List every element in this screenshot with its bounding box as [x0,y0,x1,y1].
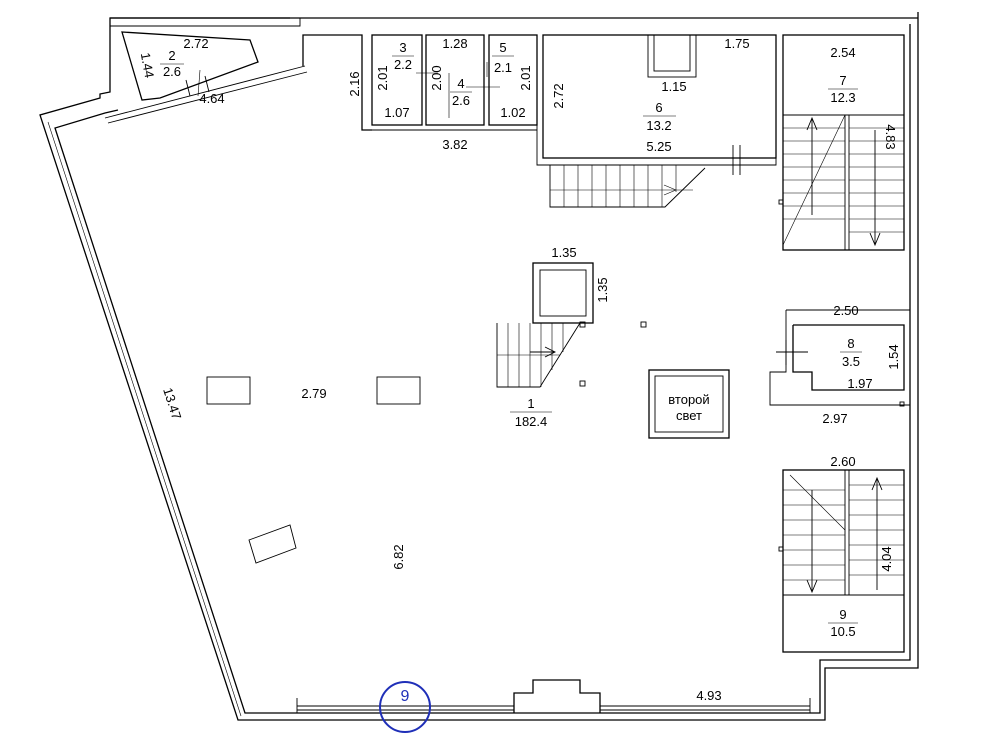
dim-room8-w: 1.97 [847,376,872,391]
bottom-facade [296,679,811,713]
axis-marker-label: 9 [401,688,410,705]
dim-room2-side: 1.44 [138,51,157,79]
dim-diag-wall: 13.47 [160,386,184,422]
room-label-5: 5 2.1 [492,40,514,75]
room-7 [778,34,905,251]
dim-room3-h: 2.01 [375,65,390,90]
dim-room6-h: 2.72 [551,83,566,108]
dim-room4-top: 1.28 [442,36,467,51]
svg-text:8: 8 [847,336,854,351]
axis-marker: 9 [379,681,431,733]
room-8 [769,309,910,407]
room-label-3: 3 2.2 [392,40,414,72]
room-label-2: 2 2.6 [160,48,184,79]
svg-text:4: 4 [457,76,464,91]
dim-room8-h: 1.54 [886,344,901,369]
second-light-label-1: второй [668,392,709,407]
dim-bath-height: 2.16 [347,71,362,96]
dim-corridor-w: 2.97 [822,411,847,426]
svg-text:182.4: 182.4 [515,414,548,429]
svg-text:7: 7 [839,73,846,88]
svg-text:6: 6 [655,100,662,115]
dim-main-w: 2.79 [301,386,326,401]
room-label-4: 4 2.6 [450,76,472,108]
svg-text:2: 2 [168,48,175,63]
svg-text:2.6: 2.6 [452,93,470,108]
svg-text:1: 1 [527,396,534,411]
dim-bottom-wall: 4.93 [696,688,721,703]
dim-room9-h: 4.04 [879,546,894,571]
room-label-6: 6 13.2 [643,100,676,133]
dim-room6-shaft: 1.15 [661,79,686,94]
dim-room2-bottom: 4.64 [199,91,224,106]
dim-room7-h: 4.83 [883,124,898,149]
room-label-9: 9 10.5 [828,607,858,639]
dim-room3-w: 1.07 [384,105,409,120]
svg-text:13.2: 13.2 [646,118,671,133]
svg-text:12.3: 12.3 [830,90,855,105]
svg-text:3: 3 [399,40,406,55]
dim-room6-w: 5.25 [646,139,671,154]
svg-text:9: 9 [839,607,846,622]
dim-main-h: 6.82 [391,544,406,569]
room-label-7: 7 12.3 [828,73,858,105]
central-shaft [496,262,647,388]
dim-room9-w: 2.60 [830,454,855,469]
columns [206,376,421,564]
svg-text:2.6: 2.6 [163,64,181,79]
dim-room7-w: 2.54 [830,45,855,60]
svg-text:5: 5 [499,40,506,55]
dim-room4-h: 2.00 [429,65,444,90]
outer-walls [39,12,919,721]
dimension-labels: 2.72 1.44 4.64 2.16 2.01 1.07 1.28 2.00 … [138,36,901,703]
stair-room-6 [549,165,706,208]
svg-text:2.1: 2.1 [494,60,512,75]
svg-text:2.2: 2.2 [394,57,412,72]
room-labels: 1 182.4 2 2.6 3 2.2 4 2.6 5 2.1 6 13.2 [160,40,862,639]
dim-room5-h: 2.01 [518,65,533,90]
second-light-label-2: свет [676,408,702,423]
room-label-8: 8 3.5 [840,336,862,369]
dim-room6-top: 1.75 [724,36,749,51]
room-label-1: 1 182.4 [510,396,552,429]
dim-room5-w: 1.02 [500,105,525,120]
room-9 [778,469,905,653]
svg-text:3.5: 3.5 [842,354,860,369]
svg-text:10.5: 10.5 [830,624,855,639]
room-2 [104,31,372,131]
second-light [648,369,730,439]
dim-room8-top: 2.50 [833,303,858,318]
dim-shaft-h: 1.35 [595,277,610,302]
dim-shaft-w: 1.35 [551,245,576,260]
dim-room2-top: 2.72 [183,36,208,51]
dim-baths-total: 3.82 [442,137,467,152]
room-6 [536,34,777,175]
